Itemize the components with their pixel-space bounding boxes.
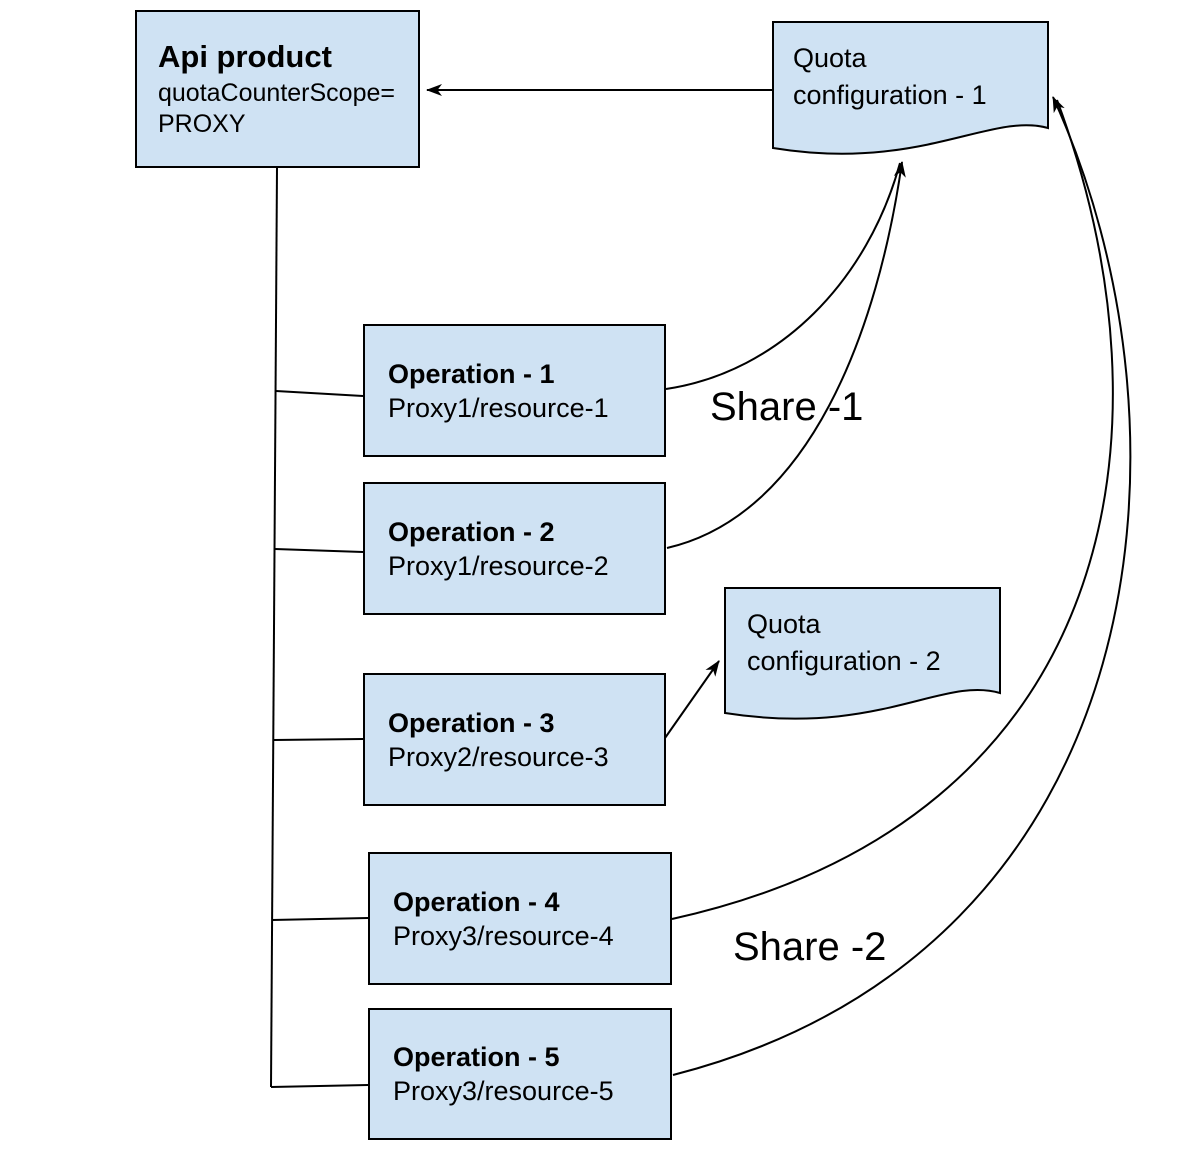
quota-config-1-shape (772, 21, 1049, 155)
node-operation-3: Operation - 3 Proxy2/resource-3 (363, 673, 666, 806)
node-quota-config-2-label: Quota configuration - 2 (747, 606, 941, 680)
edge-branch-operation-5 (270, 1084, 369, 1088)
operation-3-title: Operation - 3 (388, 707, 555, 738)
node-operation-2: Operation - 2 Proxy1/resource-2 (363, 482, 666, 615)
node-operation-5: Operation - 5 Proxy3/resource-5 (368, 1008, 672, 1140)
operation-1-title: Operation - 1 (388, 358, 555, 389)
operation-1-path: Proxy1/resource-1 (388, 392, 609, 423)
api-product-title: Api product (158, 39, 332, 74)
quota-config-1-line1: Quota (793, 43, 867, 73)
arrow-operation-5-to-quota1 (672, 96, 1132, 1076)
arrow-operation-3-to-quota2 (664, 660, 720, 739)
operation-5-path: Proxy3/resource-5 (393, 1076, 614, 1106)
operation-4-path: Proxy3/resource-4 (393, 920, 614, 951)
edge-label-share-1: Share -1 (710, 385, 864, 429)
api-product-attr-line1: quotaCounterScope= (158, 79, 395, 107)
node-quota-config-1-label: Quota configuration - 1 (793, 40, 987, 114)
operation-3-path: Proxy2/resource-3 (388, 741, 609, 772)
operation-2-title: Operation - 2 (388, 516, 555, 547)
operation-5-title: Operation - 5 (393, 1042, 560, 1072)
quota-config-2-line2: configuration - 2 (747, 646, 941, 676)
edge-operation-1-to-quota1 (665, 162, 901, 390)
quota-config-2-shape (724, 587, 1001, 720)
quota-config-2-line1: Quota (747, 609, 821, 639)
arrow-operation-2-to-quota1 (666, 161, 906, 549)
api-product-attr-line2: PROXY (158, 110, 246, 138)
edge-label-share-2: Share -2 (733, 925, 887, 969)
edge-api-trunk (270, 167, 278, 1088)
edge-operation-4-to-quota1 (671, 99, 1114, 920)
edge-branch-operation-4 (271, 917, 369, 921)
operation-2-path: Proxy1/resource-2 (388, 550, 609, 581)
node-operation-1: Operation - 1 Proxy1/resource-1 (363, 324, 666, 457)
node-operation-4: Operation - 4 Proxy3/resource-4 (368, 852, 672, 985)
edge-branch-operation-3 (273, 738, 364, 741)
operation-4-title: Operation - 4 (393, 886, 560, 917)
quota-config-1-line2: configuration - 1 (793, 80, 987, 110)
edge-branch-operation-1 (275, 390, 364, 397)
node-api-product: Api product quotaCounterScope= PROXY (135, 10, 420, 168)
edge-branch-operation-2 (274, 548, 364, 553)
